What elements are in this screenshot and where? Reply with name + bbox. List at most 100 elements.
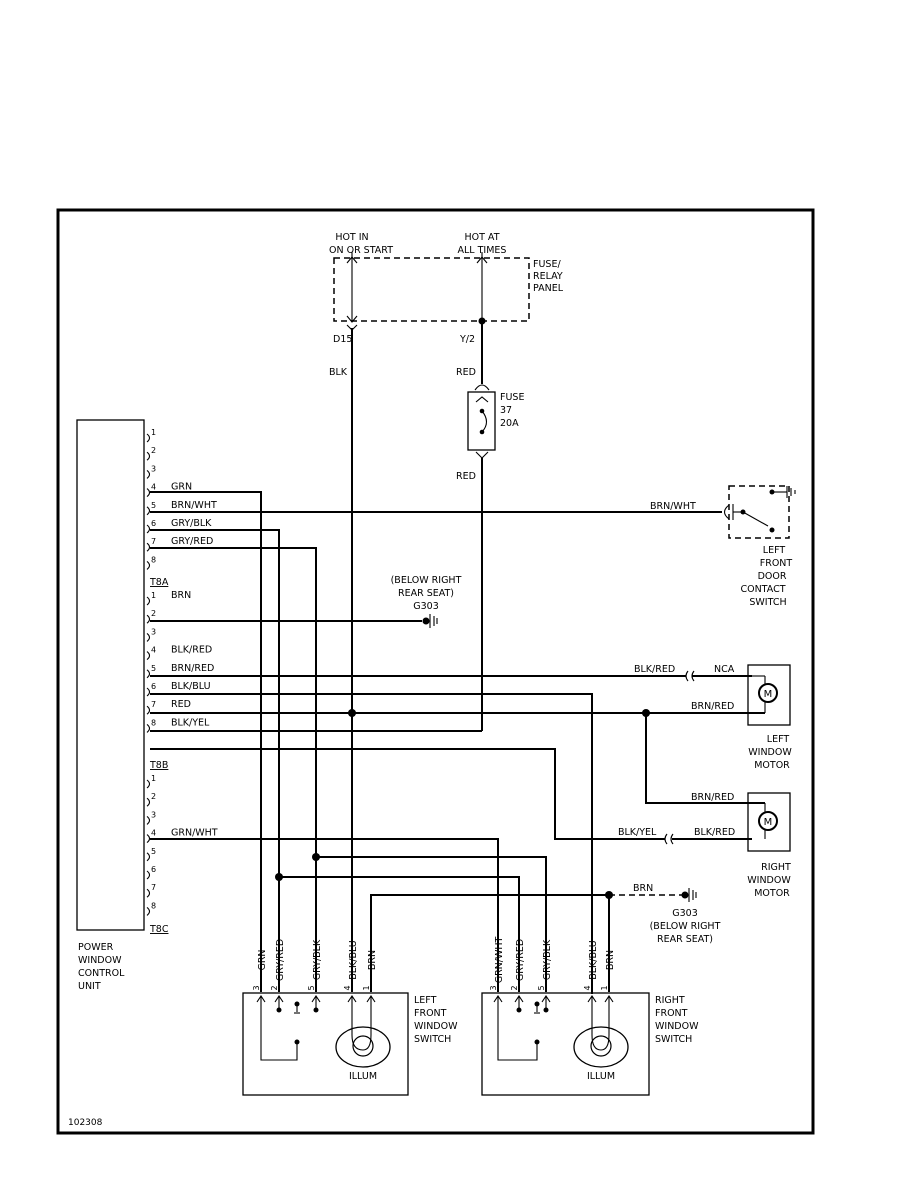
pin-mark: [146, 888, 151, 898]
door-switch-name-1: LEFT: [763, 545, 786, 556]
switch-name-line: LEFT: [414, 995, 437, 1006]
door-switch-name-4: CONTACT: [740, 584, 785, 595]
pin-mark: [146, 524, 151, 534]
red-in-label: RED: [456, 367, 476, 378]
switch-name-line: FRONT: [414, 1008, 447, 1019]
fuse-label-3: 20A: [500, 418, 519, 429]
pin-number: 3: [151, 627, 156, 636]
pin-number: 8: [151, 901, 156, 910]
g303-lower-wire-label: BRN: [633, 883, 653, 894]
pin-number: 4: [151, 646, 156, 655]
g303-upper-id: G303: [413, 601, 439, 612]
pin-number: 7: [151, 883, 156, 892]
wire-color-label: RED: [171, 699, 191, 710]
wire-color-label: BLK/BLU: [171, 681, 211, 692]
left-motor-wire-a-label: BLK/RED: [634, 664, 675, 675]
pin-mark: [146, 433, 151, 443]
fuse-relay-panel: HOT IN ON OR START HOT AT ALL TIMES FUSE…: [329, 232, 564, 345]
wire-color-label: GRN/WHT: [171, 828, 218, 839]
panel-label-3: PANEL: [533, 283, 564, 294]
pin-number: 7: [151, 700, 156, 709]
pin-number: 5: [151, 501, 156, 510]
control-unit-name-3: CONTROL: [78, 968, 125, 979]
switch-pin-number: 3: [489, 985, 498, 990]
door-switch-name-2: FRONT: [760, 558, 793, 569]
wire-color-label: GRN: [171, 482, 192, 493]
door-switch-name-5: SWITCH: [749, 597, 786, 608]
pin-mark: [146, 723, 151, 733]
switch-name-line: RIGHT: [655, 995, 685, 1006]
connector-id: T8B: [149, 760, 168, 771]
switch-pin-number: 1: [362, 985, 371, 990]
ground-g303-upper: (BELOW RIGHT REAR SEAT) G303: [391, 575, 462, 628]
pin-number: 6: [151, 682, 156, 691]
switch-wire-label: GRY/RED: [515, 939, 526, 981]
switch-pin-number: 1: [600, 985, 609, 990]
pin-number: 2: [151, 609, 156, 618]
hot-run-label-2: ON OR START: [329, 245, 393, 256]
d15-feed: BLK: [329, 252, 358, 992]
terminal-y2-label: Y/2: [459, 334, 475, 345]
switch-pin-number: 2: [270, 985, 279, 990]
switch-name-line: FRONT: [655, 1008, 688, 1019]
figure-id: 102308: [68, 1118, 103, 1128]
hot-run-label-1: HOT IN: [335, 232, 368, 243]
switch-wire-label: GRY/BLK: [312, 939, 323, 980]
pin-mark: [146, 779, 151, 789]
door-switch-name-3: DOOR: [758, 571, 787, 582]
right-motor-wire-b-left-label: BLK/YEL: [618, 827, 657, 838]
switch-wire-label: BLK/BLU: [348, 940, 359, 980]
hot-always-label-2: ALL TIMES: [458, 245, 507, 256]
door-contact-switch: BRN/WHT LEFT FRONT DOOR CONTACT SWITCH: [650, 485, 796, 608]
switch-pin-number: 3: [252, 985, 261, 990]
panel-label-2: RELAY: [533, 271, 563, 282]
right-motor-symbol: M: [764, 817, 773, 828]
pin-number: 1: [151, 591, 156, 600]
switch-wire-label: GRY/RED: [275, 939, 286, 981]
switch-pin-number: 5: [307, 985, 316, 990]
pin-mark: [146, 614, 151, 624]
pin-mark: [146, 488, 151, 498]
pin-mark: [146, 870, 151, 880]
pin-mark: [146, 469, 151, 479]
wire-color-label: GRY/RED: [171, 536, 213, 547]
control-unit-wire-labels: GRNBRN/WHTGRY/BLKGRY/REDBRNBLK/REDBRN/RE…: [171, 482, 218, 839]
right-motor-wire-b-right-label: BLK/RED: [694, 827, 735, 838]
left-motor-wire-b-label: BRN/RED: [691, 701, 734, 712]
wire-color-label: BLK/RED: [171, 645, 212, 656]
left-motor-name-2: WINDOW: [748, 747, 792, 758]
fuse-label-1: FUSE: [500, 392, 524, 403]
pin-number: 2: [151, 792, 156, 801]
harness-wires: [150, 491, 765, 994]
pin-number: 5: [151, 847, 156, 856]
pin-number: 4: [151, 483, 156, 492]
g303-lower-note-2: REAR SEAT): [657, 934, 713, 945]
switch-name-line: SWITCH: [414, 1034, 451, 1045]
wire-color-label: BLK/YEL: [171, 717, 210, 728]
pin-mark: [146, 651, 151, 661]
pin-mark: [146, 596, 151, 606]
pin-number: 5: [151, 664, 156, 673]
g303-upper-note-2: REAR SEAT): [398, 588, 454, 599]
control-unit-name-2: WINDOW: [78, 955, 122, 966]
pin-mark: [146, 506, 151, 516]
left-motor-name-3: MOTOR: [754, 760, 790, 771]
g303-lower-note-1: (BELOW RIGHT: [650, 921, 721, 932]
pin-number: 8: [151, 555, 156, 564]
pin-number: 3: [151, 810, 156, 819]
pin-mark: [146, 797, 151, 807]
pin-mark: [146, 687, 151, 697]
pin-number: 1: [151, 428, 156, 437]
switch-wire-label: BRN: [605, 950, 616, 970]
blk-wire-label: BLK: [329, 367, 348, 378]
fuse-label-2: 37: [500, 405, 512, 416]
pin-mark: [146, 451, 151, 461]
switch-wire-label: BLK/BLU: [588, 940, 599, 980]
left-front-window-switch: GRN3GRY/RED2GRY/BLK5BLK/BLU4BRN1ILLUMLEF…: [242, 939, 458, 1096]
switch-name-line: SWITCH: [655, 1034, 692, 1045]
pin-mark: [146, 815, 151, 825]
